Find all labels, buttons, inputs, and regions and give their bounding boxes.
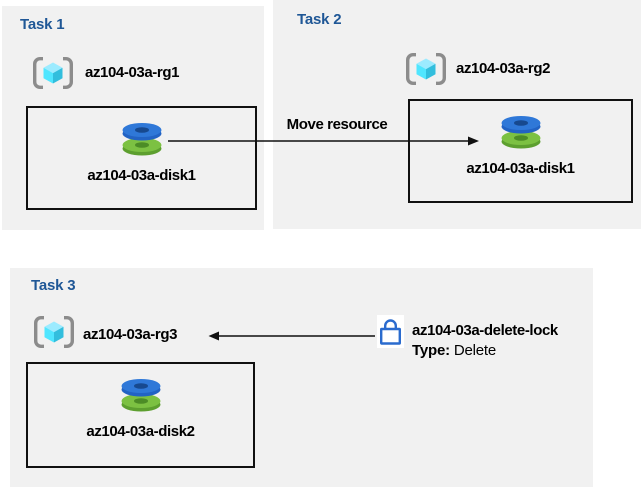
lock-type-label: Type:: [412, 342, 450, 359]
resource-group-icon: [406, 53, 446, 90]
resource-box-task-1: az104-03a-disk1: [26, 106, 257, 210]
resource-box-task-2: az104-03a-disk1: [408, 99, 633, 203]
panel-task-1: Task 1 az104-03a-rg1: [2, 6, 264, 230]
disk-name: az104-03a-disk1: [87, 167, 196, 184]
task-2-title: Task 2: [297, 11, 342, 28]
task-1-title: Task 1: [20, 16, 65, 33]
resource-group-icon: [33, 57, 73, 94]
disk-icon: [499, 114, 543, 155]
resource-group-name: az104-03a-rg1: [85, 64, 180, 81]
resource-box-task-3: az104-03a-disk2: [26, 362, 255, 468]
lock-icon: [377, 315, 404, 348]
move-resource-label: Move resource: [286, 116, 388, 133]
disk-icon: [120, 121, 164, 162]
task-3-title: Task 3: [31, 277, 76, 294]
disk-icon: [119, 377, 163, 418]
lock-type-value: Delete: [453, 342, 497, 359]
panel-task-3: Task 3 az104-03a-rg3 az104-03a-delete-lo…: [10, 268, 593, 487]
panel-task-2: Task 2 az104-03a-rg2: [273, 0, 641, 229]
resource-group-name: az104-03a-rg2: [456, 60, 551, 77]
disk-name: az104-03a-disk1: [466, 160, 575, 177]
resource-group-name: az104-03a-rg3: [83, 326, 178, 343]
lock-name: az104-03a-delete-lock: [412, 322, 558, 339]
lock-arrow: [208, 331, 375, 341]
lock-type: Type: Delete: [412, 342, 496, 359]
disk-name: az104-03a-disk2: [86, 423, 195, 440]
resource-group-icon: [34, 316, 74, 353]
